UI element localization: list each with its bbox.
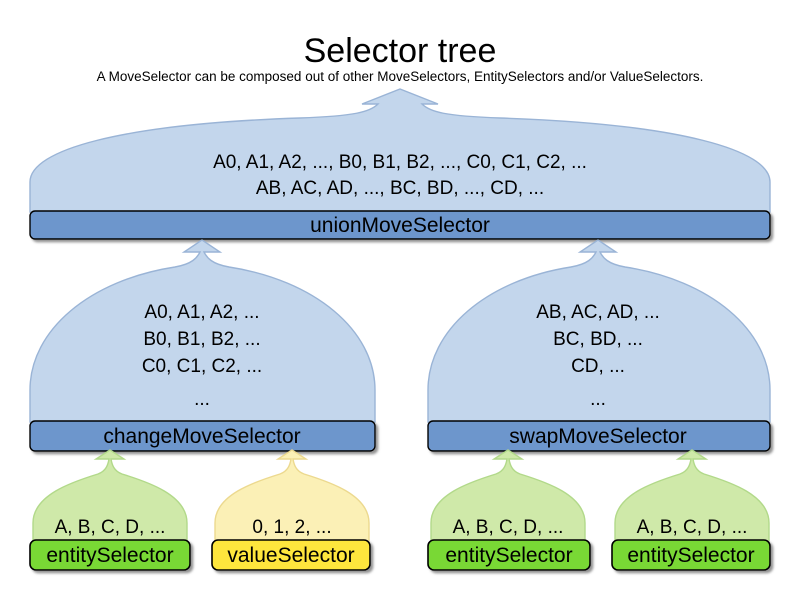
entity-selector-1-body-shape [32,449,188,542]
node-change-move-selector[interactable]: A0, A1, A2, ... B0, B1, B2, ... C0, C1, … [29,239,376,452]
entity-selector-1-label: entitySelector [46,544,173,567]
change-move-selector-body-shape [29,239,376,423]
node-entity-selector-1[interactable]: A, B, C, D, ... entitySelector [29,449,191,571]
swap-move-selector-body-shape [427,239,771,423]
entity-selector-2-label: entitySelector [445,544,572,567]
swap-move-selector-set-line-4: ... [590,389,606,410]
page-subtitle: A MoveSelector can be composed out of ot… [97,69,704,84]
change-move-selector-set-line-4: ... [194,389,210,410]
entity-selector-3-body-shape [614,449,770,542]
node-union-move-selector[interactable]: A0, A1, A2, ..., B0, B1, B2, ..., C0, C1… [29,88,771,240]
value-selector-1-body-shape [214,449,370,542]
union-move-selector-set-line-1: A0, A1, A2, ..., B0, B1, B2, ..., C0, C1… [213,152,587,173]
swap-move-selector-set-line-1: AB, AC, AD, ... [536,302,660,323]
entity-selector-3-label: entitySelector [627,544,754,567]
node-entity-selector-2[interactable]: A, B, C, D, ... entitySelector [427,449,591,571]
entity-selector-1-bar[interactable] [29,539,191,571]
swap-move-selector-set-line-3: CD, ... [571,356,625,377]
entity-selector-3-bar[interactable] [611,539,771,571]
union-move-selector-bar[interactable] [29,210,771,240]
entity-selector-2-set-line-1: A, B, C, D, ... [453,517,564,538]
entity-selector-3-set-line-1: A, B, C, D, ... [637,517,748,538]
swap-move-selector-bar[interactable] [427,420,771,452]
union-move-selector-body-shape [29,88,771,213]
entity-selector-2-body-shape [430,449,586,542]
union-move-selector-label: unionMoveSelector [310,214,490,237]
page-title: Selector tree [304,32,497,70]
value-selector-1-bar[interactable] [211,539,371,571]
entity-selector-2-bar[interactable] [427,539,591,571]
value-selector-1-set-line-1: 0, 1, 2, ... [252,517,331,538]
change-move-selector-label: changeMoveSelector [103,425,300,448]
change-move-selector-set-line-2: B0, B1, B2, ... [143,329,260,350]
swap-move-selector-set-line-2: BC, BD, ... [553,329,643,350]
change-move-selector-set-line-1: A0, A1, A2, ... [144,302,259,323]
node-swap-move-selector[interactable]: AB, AC, AD, ... BC, BD, ... CD, ... ... … [427,239,771,452]
change-move-selector-set-line-3: C0, C1, C2, ... [142,356,262,377]
union-move-selector-set-line-2: AB, AC, AD, ..., BC, BD, ..., CD, ... [256,178,544,199]
value-selector-1-label: valueSelector [227,544,354,567]
node-value-selector-1[interactable]: 0, 1, 2, ... valueSelector [211,449,371,571]
entity-selector-1-set-line-1: A, B, C, D, ... [55,517,166,538]
node-entity-selector-3[interactable]: A, B, C, D, ... entitySelector [611,449,771,571]
change-move-selector-bar[interactable] [29,420,376,452]
swap-move-selector-label: swapMoveSelector [509,425,686,448]
